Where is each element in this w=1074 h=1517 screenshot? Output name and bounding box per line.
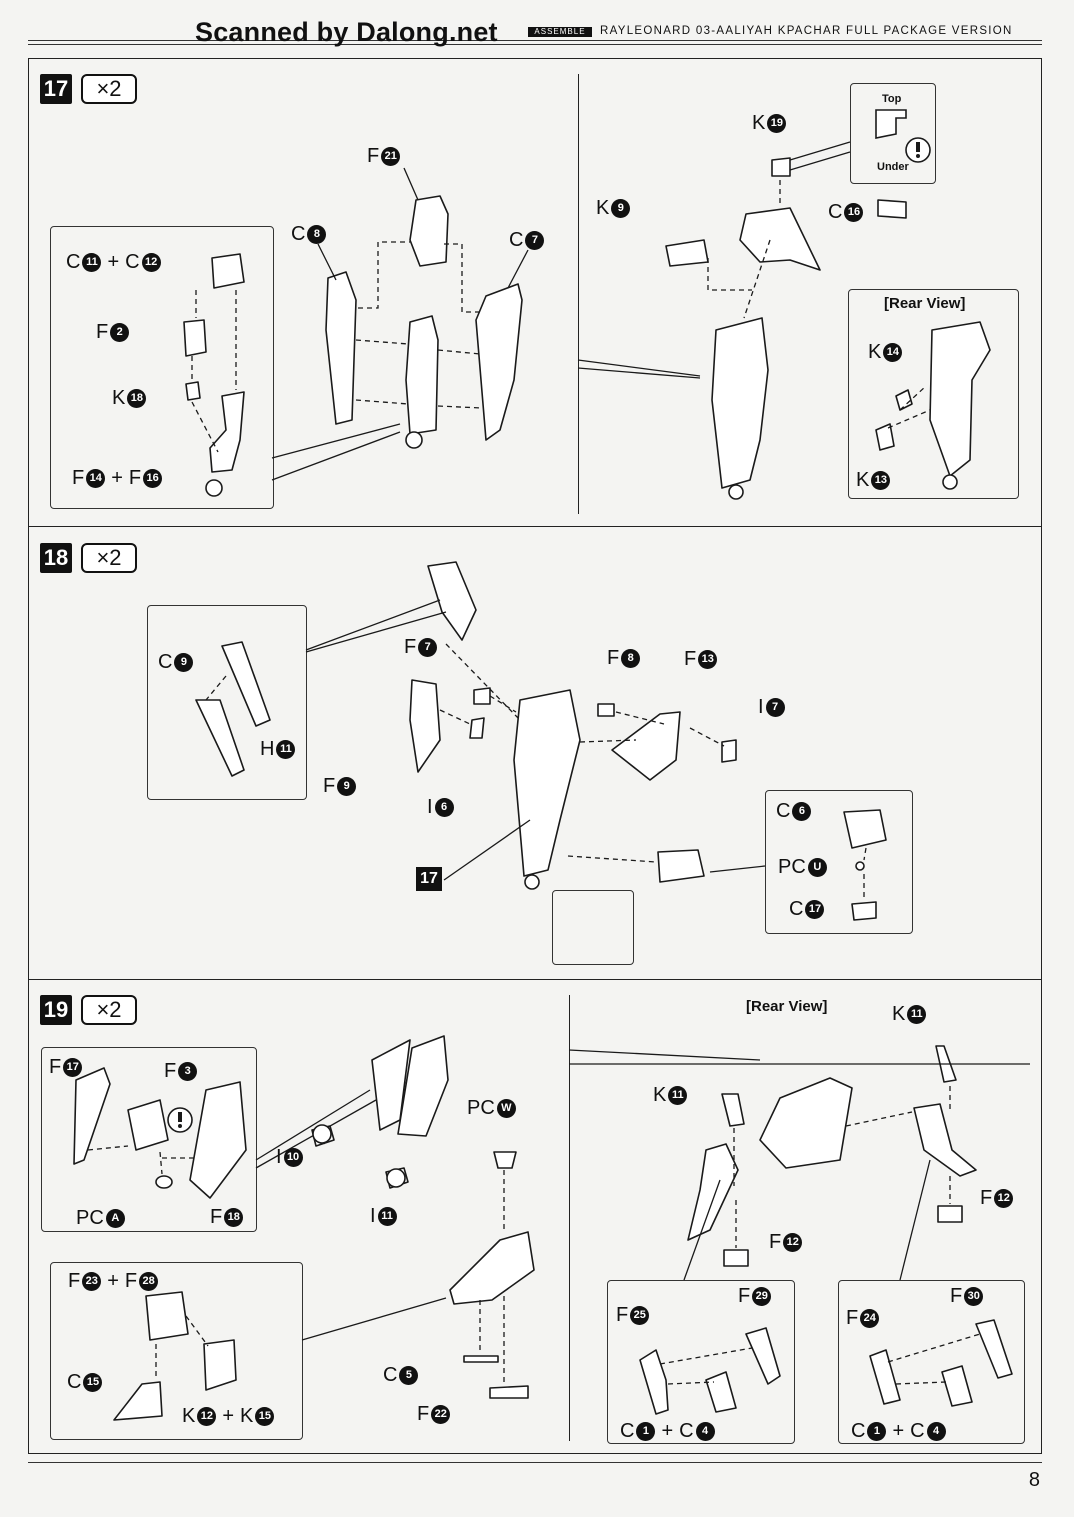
step-19-divider (569, 995, 570, 1441)
step-17-divider (578, 74, 579, 514)
step-number-17: 17 (40, 74, 72, 104)
orientation-box (850, 83, 936, 184)
rear-view-box-17 (848, 289, 1019, 499)
part-inner-frame (405, 315, 439, 435)
orientation-top-label: Top (882, 93, 902, 105)
step-number-18: 18 (40, 543, 72, 573)
detail-box-18 (552, 890, 634, 965)
subassembly-box-18b (765, 790, 913, 934)
subassembly-box-19b (50, 1262, 303, 1440)
part-c7 (475, 283, 523, 441)
part-c16 (739, 207, 821, 271)
step-number-19: 19 (40, 995, 72, 1025)
rear-view-title-17: [Rear View] (884, 295, 966, 312)
scan-credit: Scanned by Dalong.net (195, 17, 498, 47)
step-multiplier-19: ×2 (81, 995, 137, 1025)
rear-view-title-19: [Rear View] (746, 998, 828, 1015)
subassembly-box-19c (607, 1280, 795, 1444)
product-title: RAYLEONARD 03-AALIYAH KPACHAR FULL PACKA… (600, 25, 1013, 37)
assembled-leg-18 (513, 689, 581, 877)
subassembly-box-18a (147, 605, 307, 800)
header-rule (28, 40, 1042, 41)
subassembly-box-19d (838, 1280, 1025, 1444)
footer-rule (28, 1462, 1042, 1463)
step-multiplier-17: ×2 (81, 74, 137, 104)
assembled-leg-17 (711, 317, 769, 489)
subassembly-box-19a (41, 1047, 257, 1232)
instruction-frame (28, 58, 1042, 1454)
page-number: 8 (1028, 1469, 1040, 1491)
part-f21 (409, 195, 449, 267)
part-c8 (325, 271, 357, 425)
step-divider (28, 526, 1042, 527)
section-badge: ASSEMBLE (528, 27, 592, 37)
subassembly-box-17a (50, 226, 274, 509)
step-multiplier-18: ×2 (81, 543, 137, 573)
step-divider (28, 979, 1042, 980)
step-reference-17: 17 (416, 867, 442, 891)
header-rule (28, 44, 1042, 45)
orientation-under-label: Under (877, 161, 909, 173)
